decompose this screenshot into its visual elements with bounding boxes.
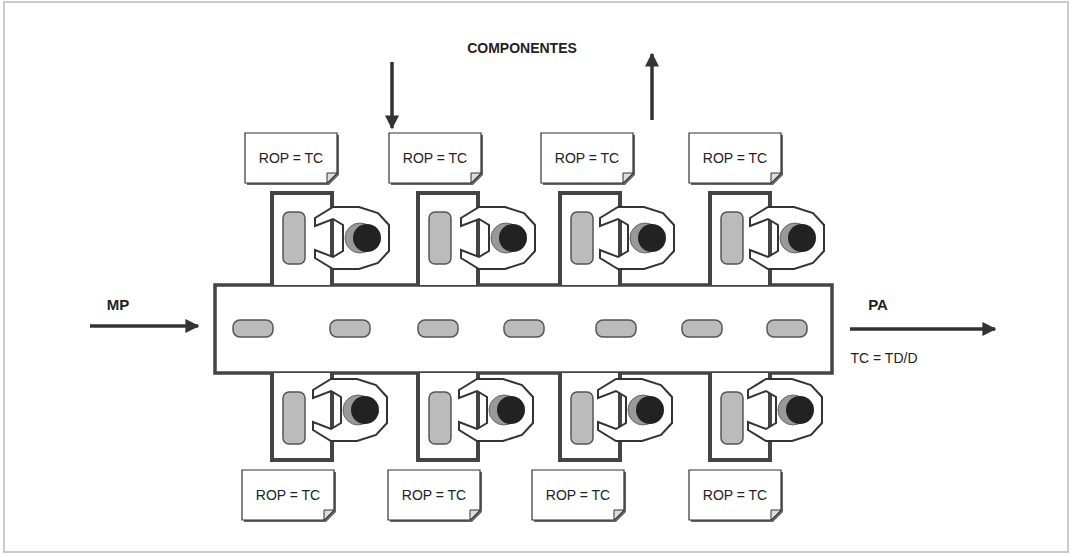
rop-note-box: ROP = TC xyxy=(689,470,781,520)
rop-note-box: ROP = TC xyxy=(532,470,624,520)
conveyor xyxy=(215,285,832,373)
rop-note-box: ROP = TC xyxy=(541,133,633,183)
work-pieces xyxy=(233,320,807,337)
note-border xyxy=(689,470,781,520)
note-border xyxy=(532,470,624,520)
flow-label: TC = TD/D xyxy=(850,350,917,366)
note-border xyxy=(541,133,633,183)
flow-arrows xyxy=(90,54,995,329)
note-text: ROP = TC xyxy=(703,150,767,166)
flow-label: COMPONENTES xyxy=(467,40,577,56)
frame xyxy=(4,2,1068,552)
note-text: ROP = TC xyxy=(259,150,323,166)
note-fold xyxy=(771,510,781,520)
workstation-tables xyxy=(272,193,770,460)
note-border xyxy=(245,133,337,183)
rop-note-box: ROP = TC xyxy=(388,470,480,520)
rop-note-box: ROP = TC xyxy=(242,470,334,520)
note-text: ROP = TC xyxy=(402,487,466,503)
note-fold xyxy=(614,510,624,520)
note-fold xyxy=(327,173,337,183)
rop-note-box: ROP = TC xyxy=(389,133,481,183)
note-border xyxy=(389,133,481,183)
rop-note-box: ROP = TC xyxy=(245,133,337,183)
note-text: ROP = TC xyxy=(703,487,767,503)
workers xyxy=(313,207,824,441)
rop-note-box: ROP = TC xyxy=(689,133,781,183)
note-border xyxy=(242,470,334,520)
note-border xyxy=(388,470,480,520)
note-border xyxy=(689,133,781,183)
note-text: ROP = TC xyxy=(546,487,610,503)
note-fold xyxy=(470,510,480,520)
note-fold xyxy=(623,173,633,183)
note-fold xyxy=(471,173,481,183)
note-fold xyxy=(324,510,334,520)
note-text: ROP = TC xyxy=(256,487,320,503)
note-fold xyxy=(771,173,781,183)
note-text: ROP = TC xyxy=(403,150,467,166)
flow-label: PA xyxy=(868,296,888,313)
note-text: ROP = TC xyxy=(555,150,619,166)
flow-label: MP xyxy=(107,296,130,313)
